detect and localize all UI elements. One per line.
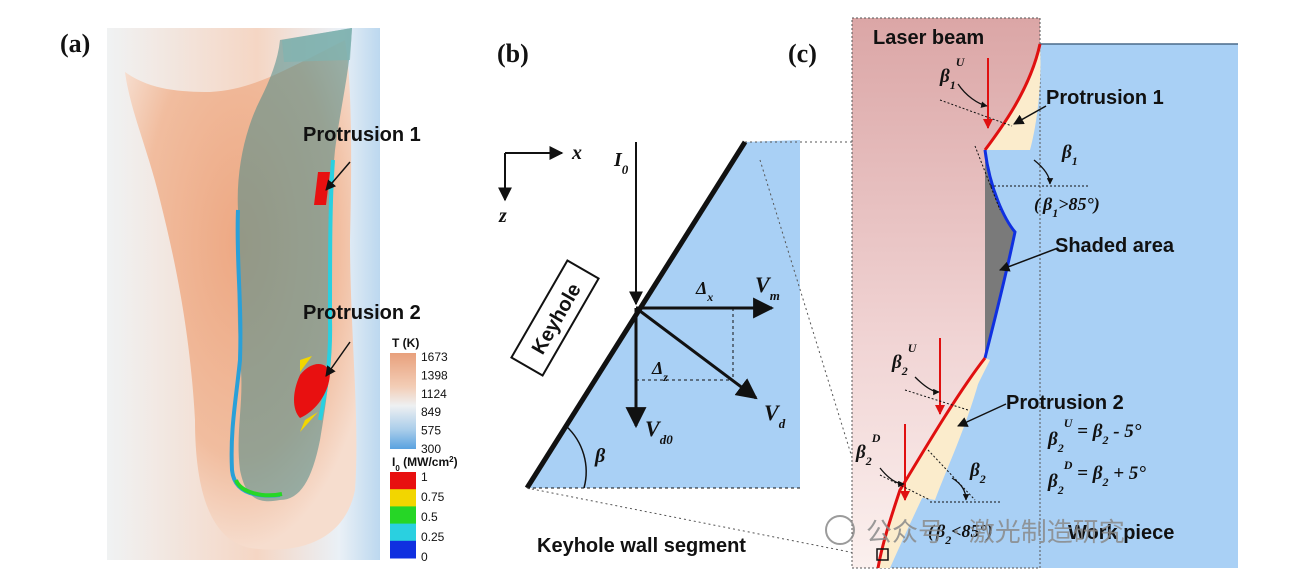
panel-a: (a) Protrusion 1 Protrusion 2 T (K) 1673…: [60, 28, 458, 564]
work-piece-label: Work piece: [1068, 522, 1174, 544]
temperature-colorbar: [390, 353, 416, 449]
protrusion-1-arrow-a: [325, 161, 351, 191]
temperature-tick-label: 1673: [421, 350, 448, 364]
panel-b: (b) x z I0 Keyhole Δx Δz Vm Vd Vd0 β: [497, 39, 881, 559]
shaded-area-arrow: [999, 247, 1059, 272]
wall-protrusion-1-red: [983, 43, 1042, 151]
temperature-tick-label: 849: [421, 405, 441, 419]
beta2u-label: β2U: [891, 341, 918, 378]
protrusion-2-hotspot: [294, 364, 330, 418]
intensity-tick-label: 0: [421, 550, 428, 564]
keyhole-bottom-edge: [234, 479, 283, 498]
temperature-tick-label: 300: [421, 442, 441, 456]
beta1-arc: [1033, 159, 1054, 185]
beta2d-tangent: [879, 474, 931, 501]
temperature-tick-label: 1398: [421, 368, 448, 382]
intensity-color-block: [390, 506, 416, 525]
intensity-color-block: [390, 540, 416, 559]
beta-label-b: β: [594, 445, 606, 467]
intensity-color-block: [390, 489, 416, 507]
vd-label: Vd: [764, 400, 786, 431]
x-axis-label: x: [571, 142, 582, 164]
beta2d-arc: [879, 467, 905, 488]
shaded-area: [985, 160, 1015, 358]
intensity-tick-label: 0.75: [421, 490, 445, 504]
panel-b-label: (b): [497, 39, 529, 68]
intensity-tick-label: 1: [421, 470, 428, 484]
beta2-label: β2: [969, 460, 986, 486]
wall-blue-segment: [983, 149, 1017, 359]
beta2-condition: (β2<85°): [928, 521, 993, 547]
beta1-condition: (β1>85°): [1034, 194, 1100, 220]
z-axis-label: z: [498, 205, 507, 227]
incident-beam-grid: [282, 28, 352, 62]
temperature-legend-title: T (K): [392, 336, 419, 350]
beta2d-label: β2D: [855, 431, 881, 468]
intensity-color-block: [390, 472, 416, 490]
beta2d-equation: β2D = β2 + 5°: [1047, 458, 1146, 497]
panel-c: (c): [788, 17, 1238, 569]
protrusion-2-arrow-a: [325, 341, 351, 377]
i0-label: I0: [613, 149, 629, 177]
intensity-color-block: [390, 523, 416, 542]
intensity-legend-title: I0 (MW/cm2): [392, 455, 458, 473]
protrusion-2-fill: [905, 358, 985, 500]
intensity-legend: I0 (MW/cm2) 1 0.75 0.5 0.25 0: [390, 455, 458, 564]
temperature-tick-label: 575: [421, 424, 441, 438]
temperature-ticks: 1673 1398 1124 849 575 300: [421, 350, 448, 456]
protrusion-2-arrow-c: [957, 403, 1007, 427]
beta2u-arc: [914, 376, 940, 396]
workpiece-wedge: [527, 140, 800, 488]
dz-label: Δz: [651, 358, 668, 384]
hotspot-yellow-1: [300, 356, 312, 372]
intensity-ticks: 1 0.75 0.5 0.25 0: [421, 470, 445, 564]
beta1-tangent: [974, 145, 1001, 211]
laser-beam-label: Laser beam: [873, 27, 984, 49]
zoom-origin-square: [876, 548, 889, 561]
protrusion-1-label-c: Protrusion 1: [1046, 87, 1164, 109]
vd0-label: Vd0: [645, 416, 673, 447]
vd-arrow: [635, 306, 758, 400]
beta1u-tangent: [939, 99, 1013, 127]
watermark: 公众号 · 激光制造研究: [825, 515, 1125, 548]
watermark-text: 公众号 · 激光制造研究: [866, 518, 1125, 548]
keyhole-wall-segment-caption: Keyhole wall segment: [537, 535, 746, 557]
laser-beam-box: [851, 17, 1041, 569]
laser-beam-region: [852, 18, 1040, 568]
panel-c-label: (c): [788, 39, 817, 68]
protrusion-2-label-a: Protrusion 2: [303, 302, 421, 324]
intensity-tick-label: 0.5: [421, 510, 438, 524]
protrusion-1-fill: [985, 44, 1041, 150]
protrusion-2-label-c: Protrusion 2: [1006, 392, 1124, 414]
temperature-tick-label: 1124: [421, 387, 447, 401]
beta2-arc: [951, 477, 970, 501]
temperature-legend: T (K) 1673 1398 1124 849 575 300: [390, 336, 448, 456]
protrusion-1-arrow-c: [1013, 105, 1047, 125]
vm-label: Vm: [755, 272, 780, 303]
intensity-colorbar: [390, 472, 416, 559]
dx-label: Δx: [695, 278, 713, 304]
keyhole-box: Keyhole: [510, 259, 600, 377]
beta1u-label: β1U: [939, 55, 966, 92]
panel-a-label: (a): [60, 29, 90, 58]
shaded-area-label: Shaded area: [1055, 235, 1175, 257]
hotspot-yellow-2: [300, 412, 318, 432]
wechat-icon: [825, 515, 855, 545]
intensity-tick-label: 0.25: [421, 530, 445, 544]
protrusion-1-label-a: Protrusion 1: [303, 124, 421, 146]
beta2-tangent: [927, 449, 976, 501]
beta1u-arc: [957, 83, 988, 108]
beta2u-equation: β2U = β2 - 5°: [1047, 416, 1142, 455]
beta-angle-arc: [565, 425, 587, 489]
beta2u-tangent: [904, 389, 969, 411]
beta1-label: β1: [1061, 142, 1078, 168]
